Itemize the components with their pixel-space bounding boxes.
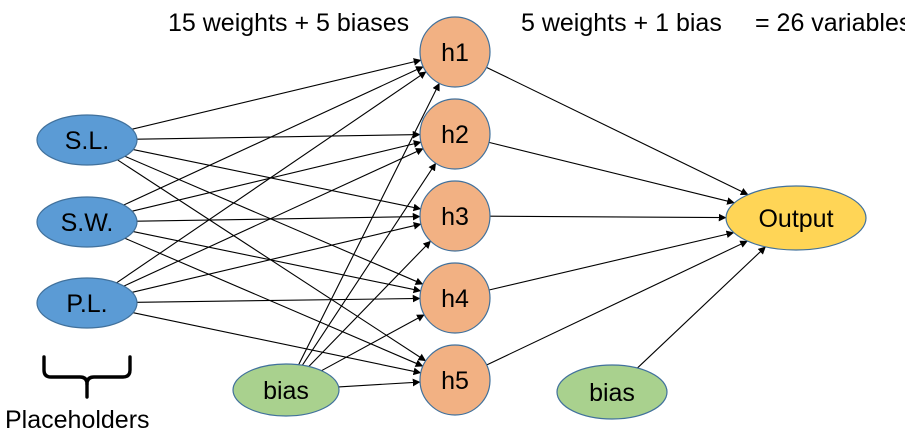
edge-sl-to-h1 [131,58,422,130]
edge-sl-to-h4 [124,155,424,285]
node-label-pl: P.L. [66,290,107,318]
node-shape-output [725,185,867,251]
node-shape-h3 [419,180,491,252]
node-label-bias1: bias [263,377,309,405]
edge-pl-to-h4 [136,294,421,303]
edge-sw-to-h5 [124,237,424,367]
edge-bias1-to-h1 [298,82,440,365]
edge-h4-to-output [488,230,735,291]
node-label-h2: h2 [441,121,469,149]
edge-bias1-to-h3 [308,240,432,367]
node-sl[interactable]: S.L. [36,114,138,166]
edge-pl-to-h1 [116,71,427,284]
edge-bias2-to-output [636,246,766,369]
node-label-h1: h1 [441,39,469,67]
node-label-sw: S.W. [61,209,114,237]
edge-bias1-to-h5 [338,378,421,388]
node-shape-bias2 [556,364,668,420]
placeholders-brace [42,355,132,399]
node-h4[interactable]: h4 [419,262,491,334]
node-label-output: Output [758,205,833,233]
node-h2[interactable]: h2 [419,98,491,170]
edge-sw-to-h3 [136,212,421,222]
node-bias1[interactable]: bias [232,363,340,417]
node-label-h4: h4 [441,285,469,313]
node-shape-bias1 [232,363,340,417]
edge-pl-to-h5 [133,312,422,376]
edge-pl-to-h3 [132,221,422,293]
node-sw[interactable]: S.W. [36,196,138,248]
annotation-hidden-params: 15 weights + 5 biases [168,9,409,37]
edge-h3-to-output [489,213,727,222]
annotation-total-params: = 26 variables [755,9,905,37]
annotation-output-params: 5 weights + 1 bias [521,9,722,37]
edge-sl-to-h3 [133,149,422,212]
node-h3[interactable]: h3 [419,180,491,252]
edge-bias1-to-h4 [321,314,425,372]
node-label-h3: h3 [441,203,469,231]
node-h5[interactable]: h5 [419,344,491,416]
edges-to-output-layer [486,66,766,369]
node-shape-h5 [419,344,491,416]
edge-sw-to-h1 [123,66,424,206]
node-shape-pl [36,277,138,329]
edge-h2-to-output [488,141,735,205]
node-shape-h2 [419,98,491,170]
edge-bias1-to-h2 [301,162,437,366]
node-label-sl: S.L. [65,127,109,155]
node-bias2[interactable]: bias [556,364,668,420]
node-h1[interactable]: h1 [419,16,491,88]
edge-sw-to-h4 [133,231,422,294]
node-pl[interactable]: P.L. [36,277,138,329]
node-shape-h4 [419,262,491,334]
edge-h5-to-output [486,240,748,366]
edge-pl-to-h2 [123,148,424,287]
edge-sw-to-h2 [131,140,422,212]
nodes-group: S.L. S.W. P.L. h1 h2 h3 h4 h5 bias bias Output [36,16,867,420]
node-shape-sw [36,196,138,248]
node-output[interactable]: Output [725,185,867,251]
node-shape-sl [36,114,138,166]
edge-sl-to-h2 [136,130,421,140]
node-label-bias2: bias [589,379,635,407]
placeholders-label: Placeholders [5,406,150,434]
node-shape-h1 [419,16,491,88]
edge-h1-to-output [486,66,749,196]
edges-to-hidden-layer [116,58,440,388]
node-label-h5: h5 [441,367,469,395]
